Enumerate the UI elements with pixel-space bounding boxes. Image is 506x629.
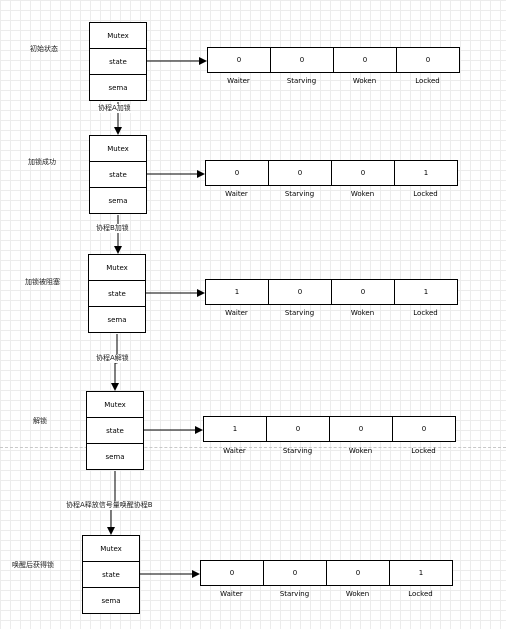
woken-label: Woken <box>350 309 375 317</box>
mutex-sema-cell: sema <box>87 443 143 469</box>
locked-label: Locked <box>415 77 440 85</box>
woken-label: Woken <box>348 447 373 455</box>
mutex-state-cell[interactable]: state <box>89 280 145 306</box>
state-field-labels: Waiter Starving Woken Locked <box>203 447 455 455</box>
transition-label: 协程A解锁 <box>96 354 129 363</box>
starving-label: Starving <box>282 447 313 455</box>
woken-value-cell: 0 <box>331 161 394 185</box>
locked-value-cell: 1 <box>394 161 457 185</box>
transition-connector <box>111 471 116 504</box>
mutex-title-cell: Mutex <box>107 31 129 40</box>
starving-value-cell: 0 <box>268 161 331 185</box>
state-field-labels: Waiter Starving Woken Locked <box>205 190 457 198</box>
woken-label: Woken <box>345 590 370 598</box>
mutex-title-cell: Mutex <box>107 144 129 153</box>
stage-label: 解锁 <box>33 417 47 425</box>
locked-label: Locked <box>413 309 438 317</box>
mutex-state-cell[interactable]: state <box>83 561 139 587</box>
mutex-title-cell: Mutex <box>104 400 126 409</box>
waiter-label: Waiter <box>227 77 250 85</box>
stage-label: 加锁成功 <box>28 158 56 166</box>
transition-connector <box>115 334 118 364</box>
mutex-sema-cell: sema <box>90 74 146 100</box>
waiter-label: Waiter <box>223 447 246 455</box>
waiter-label: Waiter <box>225 190 248 198</box>
woken-value-cell: 0 <box>331 280 394 304</box>
locked-value-cell: 1 <box>394 280 457 304</box>
separator-line <box>0 447 506 448</box>
mutex-state-cell[interactable]: state <box>90 161 146 187</box>
mutex-sema-cell: sema <box>90 187 146 213</box>
locked-label: Locked <box>413 190 438 198</box>
mutex-title-cell: Mutex <box>106 263 128 272</box>
state-field-labels: Waiter Starving Woken Locked <box>207 77 459 85</box>
stage-label: 唤醒后获得锁 <box>12 561 54 569</box>
stage-label: 初始状态 <box>30 45 58 53</box>
starving-value-cell: 0 <box>263 561 326 585</box>
starving-label: Starving <box>284 309 315 317</box>
starving-value-cell: 0 <box>266 417 329 441</box>
transition-label: 协程A释放信号量唤醒协程B <box>66 501 153 510</box>
starving-value-cell: 0 <box>270 48 333 72</box>
waiter-value-cell: 0 <box>229 569 235 577</box>
mutex-title-cell: Mutex <box>100 544 122 553</box>
mutex-sema-cell: sema <box>89 306 145 332</box>
state-field-labels: Waiter Starving Woken Locked <box>200 590 452 598</box>
transition-label: 协程A加锁 <box>98 104 131 113</box>
starving-label: Starving <box>284 190 315 198</box>
locked-value-cell: 0 <box>392 417 455 441</box>
woken-label: Woken <box>350 190 375 198</box>
waiter-value-cell: 0 <box>234 169 240 177</box>
starving-value-cell: 0 <box>268 280 331 304</box>
locked-label: Locked <box>408 590 433 598</box>
stage-label: 加锁被阻塞 <box>25 278 60 286</box>
locked-label: Locked <box>411 447 436 455</box>
transition-label: 协程B加锁 <box>96 224 129 233</box>
waiter-label: Waiter <box>225 309 248 317</box>
state-field-labels: Waiter Starving Woken Locked <box>205 309 457 317</box>
woken-value-cell: 0 <box>333 48 396 72</box>
mutex-state-cell[interactable]: state <box>87 417 143 443</box>
woken-label: Woken <box>352 77 377 85</box>
waiter-label: Waiter <box>220 590 243 598</box>
locked-value-cell: 0 <box>396 48 459 72</box>
waiter-value-cell: 1 <box>234 288 240 296</box>
woken-value-cell: 0 <box>326 561 389 585</box>
starving-label: Starving <box>279 590 310 598</box>
waiter-value-cell: 0 <box>236 56 242 64</box>
waiter-value-cell: 1 <box>232 425 238 433</box>
starving-label: Starving <box>286 77 317 85</box>
locked-value-cell: 1 <box>389 561 452 585</box>
woken-value-cell: 0 <box>329 417 392 441</box>
mutex-sema-cell: sema <box>83 587 139 613</box>
mutex-state-cell[interactable]: state <box>90 48 146 74</box>
